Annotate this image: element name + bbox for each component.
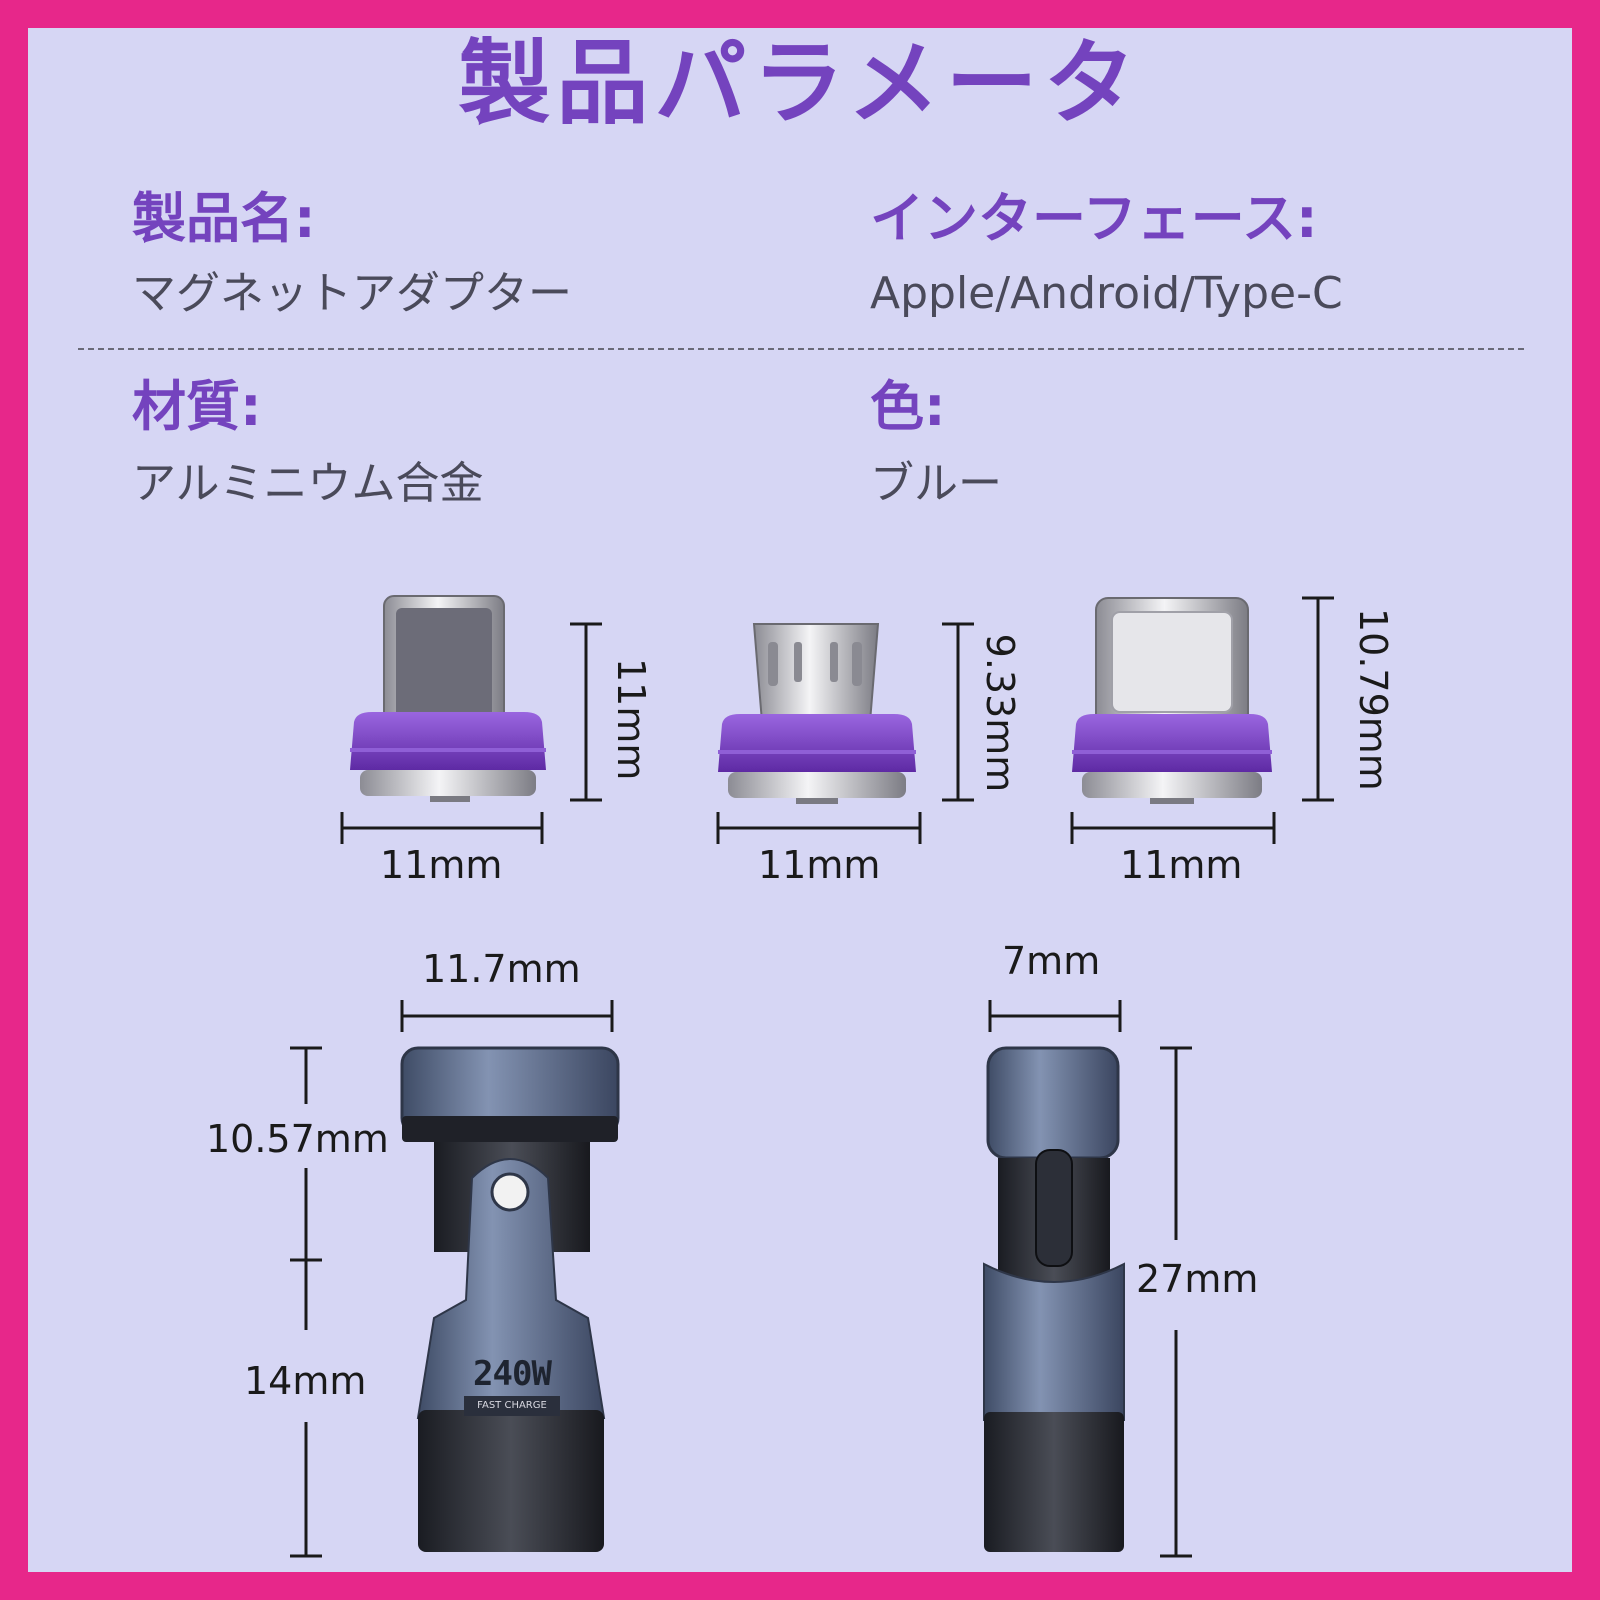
type-c-width-label: 11mm (1120, 843, 1243, 887)
material-value: アルミニウム合金 (132, 458, 484, 509)
tip-dimension-lines (340, 596, 1334, 844)
page-title: 製品パラメータ (458, 30, 1142, 137)
lightning-width-label: 11mm (380, 843, 503, 887)
adapter-top-height-label: 10.57mm (206, 1117, 389, 1161)
adapter-side (983, 1046, 1125, 1552)
color-value: ブルー (870, 458, 1002, 509)
adapter-front (400, 1046, 620, 1552)
micro-usb-height-label: 9.33mm (978, 633, 1022, 793)
type-c-height-label: 10.79mm (1351, 608, 1395, 791)
badge-240w: 240W (473, 1354, 552, 1394)
adapter-dimension-lines (290, 1000, 1192, 1558)
badge-fast-charge: FAST CHARGE (464, 1396, 560, 1416)
interface-value: Apple/Android/Type-C (870, 268, 1343, 319)
adapter-bottom-height-label: 14mm (244, 1359, 367, 1403)
adapter-side-height-label: 27mm (1136, 1257, 1259, 1301)
product-name-value: マグネットアダプター (132, 268, 572, 319)
interface-label: インターフェース: (870, 187, 1318, 250)
micro-usb-width-label: 11mm (758, 843, 881, 887)
lightning-tip (350, 595, 546, 802)
adapter-front-width-label: 11.7mm (422, 947, 581, 991)
type-c-tip (1072, 597, 1272, 804)
adapter-side-width-label: 7mm (1002, 939, 1101, 983)
product-name-label: 製品名: (132, 187, 316, 250)
color-label: 色: (870, 375, 946, 438)
micro-usb-tip (718, 623, 916, 804)
lightning-height-label: 11mm (609, 658, 653, 781)
material-label: 材質: (132, 375, 262, 438)
dashed-divider (78, 348, 1524, 350)
